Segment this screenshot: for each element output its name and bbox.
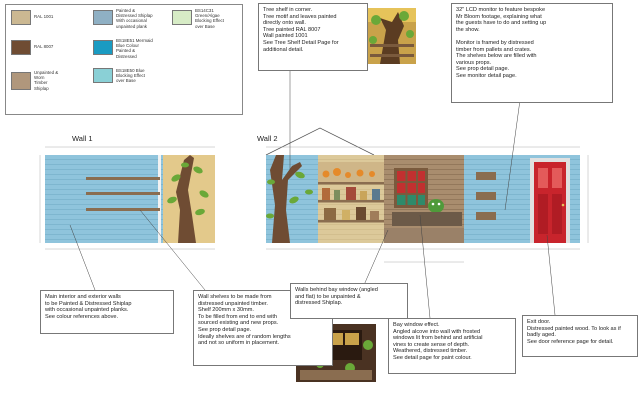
wall-2-tree-section	[266, 155, 318, 243]
door-note: Exit door. Distressed painted wood. To l…	[522, 315, 638, 357]
swatch-label: BS18E50 Blue Blocking Effect over Base	[116, 68, 145, 84]
tree-shelf-note: Tree shelf in corner. Tree motif and lea…	[258, 3, 368, 71]
swatch-unpainted-shiplap	[11, 72, 31, 90]
walls-note: Main interior and exterior walls to be P…	[40, 290, 174, 334]
colour-swatch-panel	[5, 4, 243, 115]
swatch-label: RAL 8007	[34, 44, 54, 49]
swatch-mermaid-blue	[93, 40, 113, 55]
wall-1-title: Wall 1	[72, 134, 93, 143]
swatch-ral-1001	[11, 10, 31, 25]
swatch-label: RAL 1001	[34, 14, 54, 19]
tree-shelf-photo	[368, 8, 416, 64]
swatch-distressed-shiplap	[93, 10, 113, 25]
bay-walls-note: Walls behind bay window (angled and flat…	[290, 283, 408, 319]
swatch-label: Painted & Distressed Shiplap With occasi…	[116, 8, 153, 29]
wall-2-title: Wall 2	[257, 134, 278, 143]
wall-2-monitor-shelves	[318, 155, 384, 243]
swatch-ral-8007	[11, 40, 31, 55]
bay-window-note: Bay window effect. Angled alcove into wa…	[388, 318, 516, 374]
wall-2-door-section	[464, 155, 580, 243]
swatch-green-algae	[172, 10, 192, 25]
swatch-blue-blocking	[93, 68, 113, 83]
swatch-label: Unpainted & Worn Timber Shiplap	[34, 70, 59, 91]
swatch-label: BS14C31 Green/Algae Blocking Effect over…	[195, 8, 224, 29]
wall-2-bay-window	[384, 155, 464, 243]
wall-1-elevation	[39, 146, 215, 250]
monitor-note: 32" LCD monitor to feature bespoke Mr Bl…	[451, 3, 613, 103]
swatch-label: BS18E51 Mermaid Blue Colour Painted & Di…	[116, 38, 153, 59]
